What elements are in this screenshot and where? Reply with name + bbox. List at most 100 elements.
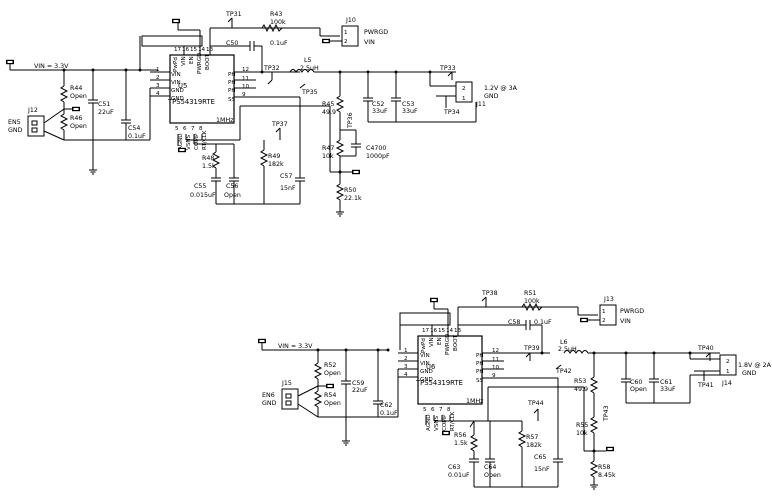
bottom-tp38: TP38: [481, 290, 498, 297]
top-r50: R50: [344, 187, 356, 194]
bottom-l6-value: 2.5uH: [558, 346, 577, 353]
bottom-ic-ref: U6: [426, 363, 435, 371]
top-c57: C57: [280, 173, 292, 180]
bottom-tp39: TP39: [523, 345, 540, 352]
top-c4700-value: 1000pF: [366, 153, 390, 160]
bottom-r52: R52: [324, 362, 336, 369]
bottom-r51: R51: [524, 290, 536, 297]
svg-text:1: 1: [404, 348, 408, 354]
bottom-c65-value: 15nF: [534, 466, 550, 473]
top-ic-ref: U5: [178, 82, 187, 90]
svg-text:PWRGD: PWRGD: [197, 53, 203, 74]
top-r48: R48: [202, 155, 214, 162]
bottom-c64: C64: [484, 464, 496, 471]
top-vin-label: VIN = 3.3V: [34, 63, 69, 70]
svg-text:7: 7: [439, 407, 443, 413]
bottom-j13-label: J13: [603, 296, 614, 303]
svg-text:1: 1: [726, 369, 730, 375]
bottom-r53: R53: [574, 378, 586, 385]
bottom-l6: L6: [560, 339, 568, 346]
svg-text:2: 2: [344, 39, 348, 45]
top-ic-u5: [169, 54, 235, 124]
bottom-tp40: TP40: [697, 345, 714, 352]
top-j11: [455, 81, 473, 103]
svg-text:2: 2: [404, 356, 408, 362]
bottom-pin-vin2: VIN: [420, 361, 430, 367]
svg-text:1: 1: [156, 67, 160, 73]
svg-text:1: 1: [344, 30, 348, 36]
top-r43-value: 100k: [270, 19, 286, 26]
bottom-r56-value: 1.5k: [454, 440, 468, 447]
top-j12-gnd: GND: [8, 127, 23, 134]
svg-text:PH: PH: [476, 361, 484, 367]
top-c51: C51: [98, 101, 110, 108]
bottom-pin-vin1: VIN: [420, 353, 430, 359]
bottom-r51-value: 100k: [524, 298, 540, 305]
svg-text:VIN: VIN: [181, 56, 187, 66]
bottom-r57-value: 182k: [526, 442, 542, 449]
top-tp31: TP31: [225, 11, 242, 18]
svg-text:PH: PH: [228, 88, 236, 94]
bottom-c63: C63: [448, 464, 460, 471]
top-c52-value: 33uF: [372, 108, 388, 115]
bottom-vin-flag: [258, 338, 266, 350]
bottom-tp42: TP42: [555, 368, 572, 375]
svg-text:PWRGD: PWRGD: [445, 334, 451, 355]
svg-text:12: 12: [242, 67, 249, 73]
svg-text:11: 11: [492, 357, 500, 363]
svg-text:8: 8: [199, 126, 203, 132]
svg-text:1: 1: [462, 96, 466, 102]
svg-text:17: 17: [422, 328, 430, 334]
bottom-j13: [599, 304, 617, 326]
svg-text:5: 5: [423, 407, 427, 413]
bottom-vout: 1.8V @ 2A: [738, 361, 772, 369]
bottom-en6: EN6: [262, 392, 275, 399]
bottom-j15: [281, 388, 299, 410]
svg-text:16: 16: [430, 328, 438, 334]
bottom-r52-value: Open: [324, 370, 341, 377]
svg-text:PwPd: PwPd: [421, 338, 427, 353]
top-r49: R49: [268, 153, 280, 160]
svg-text:1: 1: [602, 309, 606, 315]
svg-text:5: 5: [175, 126, 179, 132]
bottom-ic-freq: 1MHz: [466, 398, 484, 405]
top-pin-gnd3: GND: [171, 88, 184, 94]
top-r45: R45: [322, 101, 334, 108]
top-c4700: C4700: [366, 145, 386, 152]
svg-text:9: 9: [492, 373, 496, 379]
top-j11-gnd: GND: [484, 93, 499, 100]
bottom-c61-value: 33uF: [660, 386, 676, 393]
svg-text:4: 4: [156, 91, 160, 97]
bottom-r58-value: 8.45k: [598, 472, 616, 479]
top-c52: C52: [372, 101, 384, 108]
svg-text:VSNS: VSNS: [186, 134, 192, 150]
top-r47: R47: [322, 145, 334, 152]
svg-text:PH: PH: [476, 369, 484, 375]
bottom-j15-gnd: GND: [262, 400, 277, 407]
top-r49-value: 182k: [268, 161, 284, 168]
top-c53: C53: [402, 101, 414, 108]
svg-text:BOOT: BOOT: [453, 334, 459, 351]
top-r50-value: 22.1k: [344, 195, 362, 202]
top-c54: C54: [128, 125, 140, 132]
svg-text:COMP: COMP: [194, 133, 200, 150]
top-en5: EN5: [8, 119, 21, 126]
bottom-r54: R54: [324, 392, 336, 399]
top-c56-value: Open: [224, 192, 241, 199]
svg-text:11: 11: [242, 76, 250, 82]
svg-text:VSNS: VSNS: [434, 415, 440, 431]
top-c55-value: 0.015uF: [190, 192, 216, 199]
svg-text:14: 14: [446, 328, 454, 334]
svg-text:12: 12: [492, 348, 499, 354]
bottom-pwrgd: PWRGD: [620, 308, 644, 315]
top-pin-vin2: VIN: [171, 80, 181, 86]
bottom-c65: C65: [534, 454, 546, 461]
top-tp36: TP36: [347, 112, 354, 129]
top-c50: C50: [226, 40, 238, 47]
top-r44-value: Open: [70, 93, 87, 100]
bottom-r57: R57: [526, 434, 538, 441]
bottom-r53-value: 49.9: [574, 386, 588, 393]
